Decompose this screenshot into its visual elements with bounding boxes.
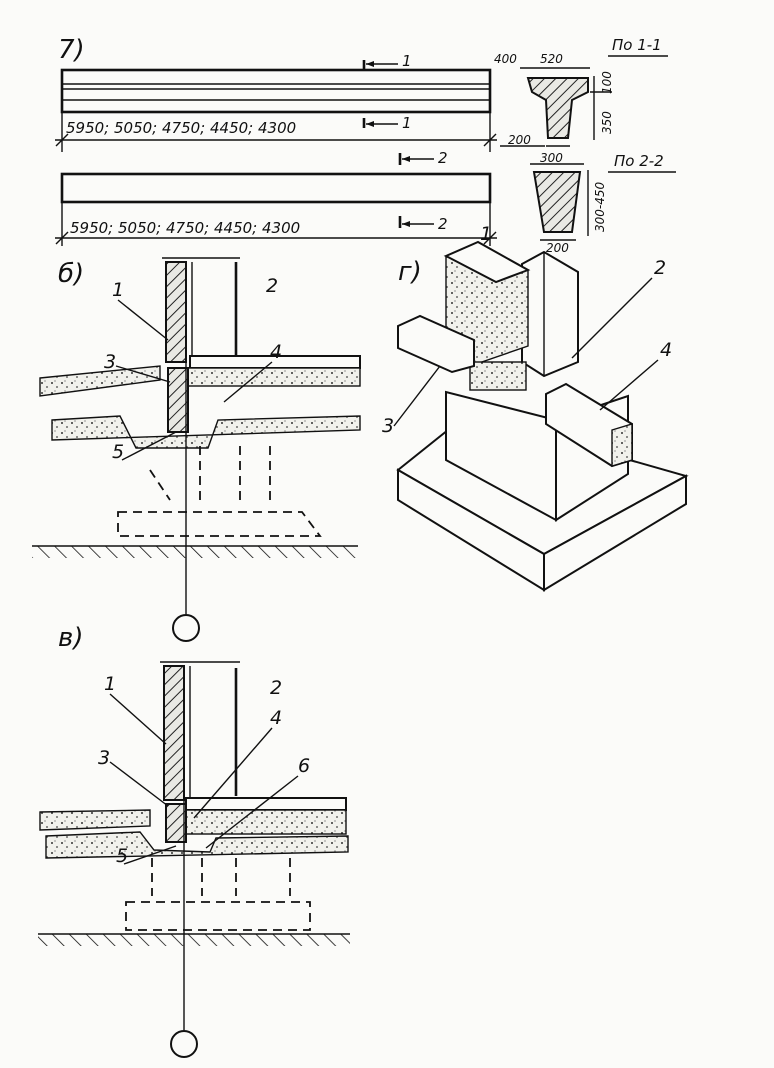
panel-c-detail: в) 1 2 3 4 5 6 [38, 623, 350, 1058]
dimension-line-2: 5950; 5050; 4750; 4450; 4300 [55, 202, 497, 246]
callout-6-c: 6 [298, 755, 310, 777]
callout-2-b: 2 [266, 275, 278, 297]
section-2-dim-bottom: 200 [546, 241, 569, 255]
floor-left-c [39, 809, 151, 831]
beam-2-elevation [60, 172, 492, 204]
section-1-title: По 1-1 [612, 36, 662, 54]
beam-lengths-1: 5950; 5050; 4750; 4450; 4300 [66, 119, 296, 137]
callout-3-d: 3 [382, 415, 394, 437]
callout-1-d: 1 [480, 223, 492, 245]
section-1-dim-top-right: 520 [540, 52, 563, 66]
section-1-dim-height-top: 100 [600, 71, 614, 94]
section-2-2: По 2-2 300 200 300-450 [530, 151, 676, 255]
section-mark-1-bottom: 1 [402, 114, 412, 132]
section-mark-1-top: 1 [402, 52, 412, 70]
callout-4-d: 4 [660, 339, 672, 361]
section-1-1: По 1-1 400 520 200 100 350 [494, 36, 668, 147]
beam-1-elevation [60, 68, 492, 114]
panel-label-d: г) [398, 257, 422, 287]
axis-bubble-c [170, 1030, 198, 1058]
callout-3-b: 3 [104, 351, 116, 373]
panel-a-beams: 7) 1 1 5950; 5050; 4750; 4450; 4300 [55, 35, 497, 246]
section-1-dim-bottom: 200 [508, 133, 531, 147]
panel-label-b: б) [58, 259, 84, 289]
section-marker-1: 1 1 [362, 52, 412, 132]
section-mark-2-bottom: 2 [438, 215, 448, 233]
axis-bubble-b [172, 614, 200, 642]
beam-lengths-2: 5950; 5050; 4750; 4450; 4300 [70, 219, 300, 237]
callout-5-b: 5 [112, 441, 124, 463]
footing-c-dashed [125, 858, 311, 931]
callout-4-c: 4 [270, 707, 282, 729]
section-2-profile [532, 171, 582, 233]
section-1-profile [526, 77, 589, 139]
panel-b-detail: б) 1 2 3 4 5 [32, 257, 361, 642]
callout-2-c: 2 [270, 677, 282, 699]
section-2-title: По 2-2 [614, 152, 664, 170]
panel-d-axonometric: г) 1 2 3 4 [382, 223, 689, 592]
section-1-dim-top-left: 400 [494, 52, 517, 66]
footing-b-dashed [117, 446, 322, 537]
section-2-dim-top: 300 [540, 151, 563, 165]
foundation-beam-b [167, 367, 189, 433]
callout-3-c: 3 [98, 747, 110, 769]
panel-label-a: 7) [58, 35, 85, 65]
section-2-dim-height: 300-450 [593, 181, 607, 232]
section-marker-2: 2 2 [398, 149, 448, 233]
callout-1-c: 1 [104, 673, 116, 695]
callout-2-d: 2 [654, 257, 666, 279]
section-mark-2-top: 2 [438, 149, 448, 167]
wall-panel-c [163, 665, 185, 801]
floor-left-b [39, 365, 161, 397]
dimension-line-1: 5950; 5050; 4750; 4450; 4300 [55, 112, 497, 152]
callout-5-c: 5 [116, 845, 128, 867]
callout-4-b: 4 [270, 341, 282, 363]
panel-label-c: в) [58, 623, 83, 653]
callout-1-b: 1 [112, 279, 124, 301]
foundation-beam-c [165, 803, 187, 843]
section-1-dim-height: 350 [600, 111, 614, 134]
wall-panel-b [165, 261, 187, 363]
